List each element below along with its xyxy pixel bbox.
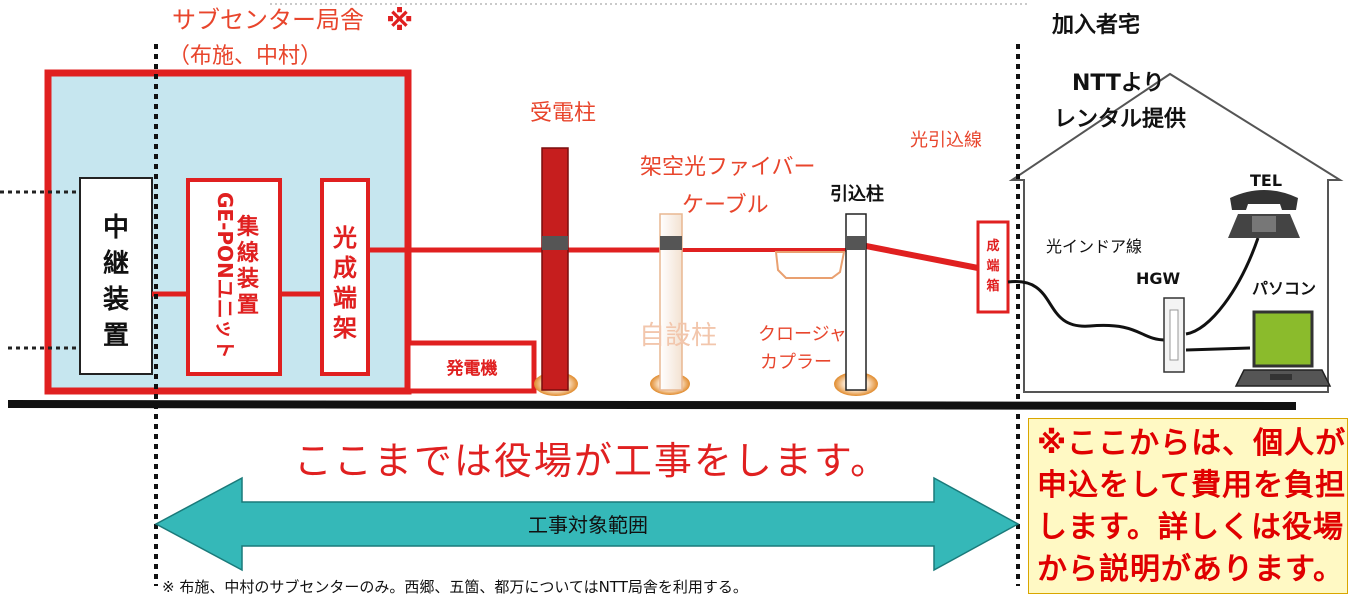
generator-label: 発電機 bbox=[446, 358, 498, 379]
scope-label: 工事対象範囲 bbox=[528, 513, 648, 537]
drop-line-label: 光引込線 bbox=[910, 130, 982, 151]
own-pole-label: 自設柱 bbox=[639, 321, 717, 351]
note-line-3: します。詳しくは役場 bbox=[1037, 510, 1344, 545]
drop-pole-clamp bbox=[846, 236, 866, 250]
aerial-fiber-label-2: ケーブル bbox=[682, 193, 769, 218]
closure-label-2: カプラー bbox=[760, 352, 832, 373]
gepon-char-3: 装 bbox=[237, 267, 259, 292]
relay-device bbox=[79, 177, 153, 375]
relay-device-char-2: 継 bbox=[103, 248, 129, 279]
generator-room bbox=[405, 340, 537, 394]
rack-char-2: 成 bbox=[333, 254, 357, 282]
receiving-pole-clamp bbox=[542, 236, 568, 250]
gepon-unit bbox=[186, 178, 282, 376]
indoor-line-label: 光インドア線 bbox=[1046, 237, 1142, 256]
town-work-statement: ここまでは役場が工事をします。 bbox=[294, 439, 890, 483]
closure-coupler bbox=[774, 251, 846, 279]
rack-char-1: 光 bbox=[332, 224, 357, 252]
scope-arrow bbox=[154, 476, 1020, 572]
subscriber-title: 加入者宅 bbox=[1051, 12, 1140, 38]
gepon-char-1: 集 bbox=[236, 214, 260, 240]
hgw-panel bbox=[1169, 309, 1179, 361]
pc-label: パソコン bbox=[1252, 279, 1316, 298]
ground-line bbox=[7, 400, 1297, 410]
drop-pole-label: 引込柱 bbox=[830, 183, 884, 205]
gepon-char-4: 置 bbox=[237, 293, 259, 318]
receiving-pole-label: 受電柱 bbox=[530, 101, 596, 126]
ntt-rental-label-2: レンタル提供 bbox=[1054, 106, 1186, 132]
drop-pole bbox=[845, 213, 867, 391]
hgw-label: HGW bbox=[1136, 269, 1181, 288]
optical-termination-rack bbox=[320, 178, 370, 376]
receiving-pole bbox=[541, 147, 569, 391]
subcenter-subtitle: （布施、中村） bbox=[168, 44, 322, 69]
note-line-4: から説明があります。 bbox=[1037, 552, 1344, 587]
termination-char-3: 箱 bbox=[986, 278, 999, 294]
gepon-char-2: 線 bbox=[237, 240, 259, 266]
relay-device-char-3: 装 bbox=[103, 285, 129, 315]
termination-char-1: 成 bbox=[986, 238, 999, 254]
indoor-fiber-line bbox=[1007, 280, 1167, 342]
relay-device-char-1: 中 bbox=[103, 213, 129, 243]
gepon-unit-label-col1: GE-PONユニット bbox=[213, 192, 237, 359]
drop-fiber-line bbox=[865, 243, 979, 271]
footnote: ※ 布施、中村のサブセンターのみ。西郷、五箇、都万についてはNTT局舎を利用する… bbox=[162, 578, 748, 596]
subcenter-mark: ※ bbox=[386, 4, 413, 37]
note-line-2: 申込をして費用を負担 bbox=[1037, 468, 1347, 503]
closure-label-1: クロージャ bbox=[758, 324, 847, 345]
termination-char-2: 端 bbox=[986, 258, 999, 274]
telephone-icon bbox=[1228, 190, 1300, 238]
ntt-rental-label-1: NTTより bbox=[1072, 71, 1165, 96]
hgw-to-pc-line bbox=[1185, 346, 1251, 352]
rack-char-3: 端 bbox=[333, 284, 357, 312]
note-line-1: ※ここからは、個人が bbox=[1037, 426, 1347, 461]
own-pole-clamp bbox=[660, 236, 682, 250]
aerial-fiber-label-1: 架空光ファイバー bbox=[640, 155, 816, 180]
pc-icon bbox=[1234, 310, 1332, 387]
personal-cost-note: ※ここからは、個人が 申込をして費用を負担 します。詳しくは役場 から説明があり… bbox=[1028, 418, 1348, 594]
subcenter-title: サブセンター局舎 bbox=[172, 6, 364, 34]
termination-box bbox=[976, 220, 1010, 314]
svg-text:GE-PONユニット: GE-PONユニット bbox=[213, 192, 237, 359]
rack-char-4: 架 bbox=[333, 314, 357, 342]
own-pole bbox=[659, 213, 683, 391]
hgw-to-tel-line bbox=[1185, 237, 1260, 336]
tel-label: TEL bbox=[1250, 171, 1282, 190]
relay-device-char-4: 置 bbox=[103, 321, 129, 351]
